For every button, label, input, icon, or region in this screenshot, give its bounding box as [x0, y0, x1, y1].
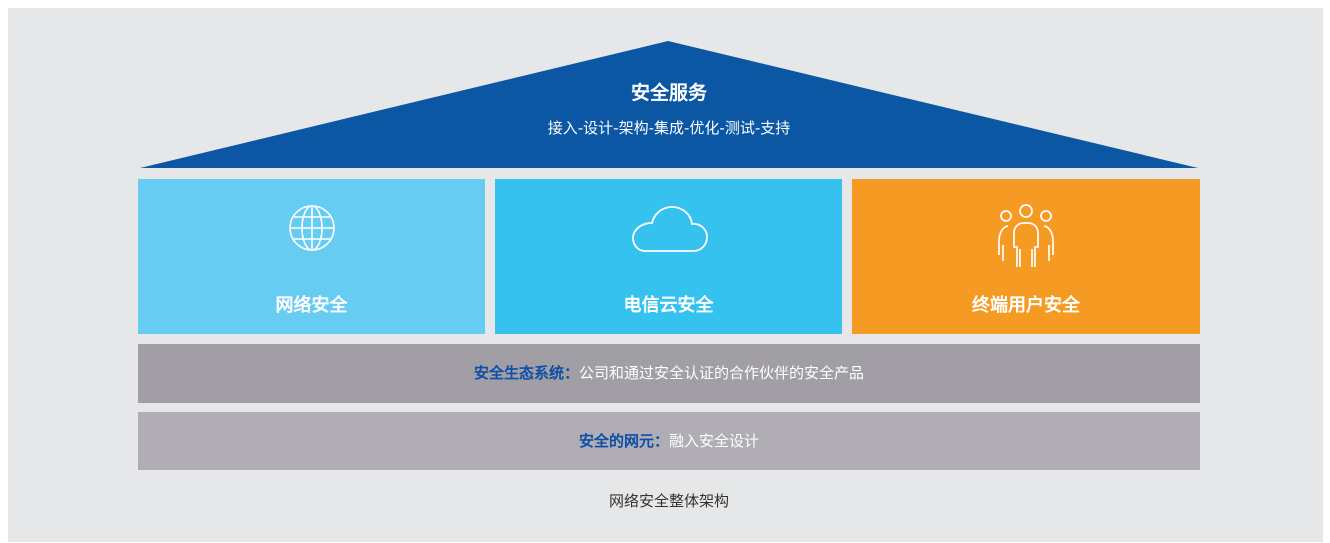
diagram-caption: 网络安全整体架构: [608, 492, 729, 510]
ecosystem-text: 公司和通过安全认证的合作伙伴的安全产品: [579, 364, 865, 382]
network-elements-key: 安全的网元：: [578, 432, 669, 450]
pillar-label: 终端用户安全: [972, 295, 1080, 316]
roof-title: 安全服务: [630, 82, 707, 104]
globe-icon: [287, 203, 337, 257]
pillar-end-user-security: 终端用户安全: [852, 179, 1200, 334]
network-elements-text: 融入安全设计: [669, 432, 760, 450]
cloud-icon: [629, 203, 709, 261]
roof-subtitle: 接入-设计-架构-集成-优化-测试-支持: [547, 119, 791, 137]
pillar-label: 网络安全: [275, 295, 348, 316]
ecosystem-key: 安全生态系统：: [473, 364, 579, 382]
users-icon: [994, 203, 1058, 273]
roof-shape: [140, 41, 1198, 168]
network-elements-band: 安全的网元：融入安全设计: [138, 412, 1200, 470]
pillar-network-security: 网络安全: [138, 179, 485, 334]
pillar-telecom-cloud-security: 电信云安全: [495, 179, 842, 334]
ecosystem-band: 安全生态系统：公司和通过安全认证的合作伙伴的安全产品: [138, 344, 1200, 403]
pillar-label: 电信云安全: [623, 295, 714, 316]
